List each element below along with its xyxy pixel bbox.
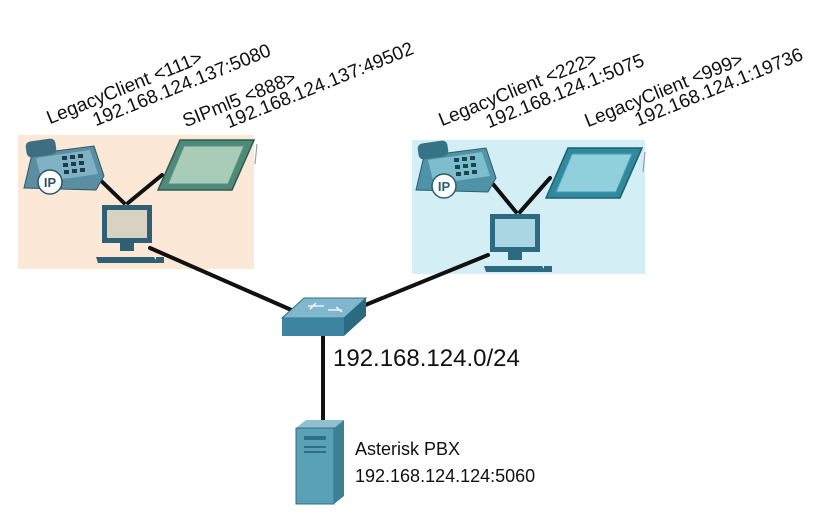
cables <box>90 170 552 424</box>
cable-left-softphone-pc <box>126 173 164 205</box>
ip-badge: IP <box>438 179 451 194</box>
tablet-softphone-icon <box>156 139 258 191</box>
tablet-softphone-icon <box>544 147 646 199</box>
cable-right-pc-switch <box>356 253 490 310</box>
ip-badge: IP <box>44 175 57 190</box>
network-subnet-label: 192.168.124.0/24 <box>333 345 520 372</box>
pc-icon <box>484 214 552 272</box>
pc-icon <box>96 205 164 263</box>
server-address-label: 192.168.124.124:5060 <box>355 466 536 486</box>
cable-right-softphone-pc <box>518 176 552 214</box>
ip-phone-icon: IP <box>415 140 497 199</box>
server-icon <box>295 420 344 505</box>
ip-phone-icon: IP <box>23 138 105 195</box>
switch-icon <box>280 297 368 336</box>
server-name-label: Asterisk PBX <box>355 439 461 459</box>
cable-left-pc-switch <box>148 246 298 314</box>
